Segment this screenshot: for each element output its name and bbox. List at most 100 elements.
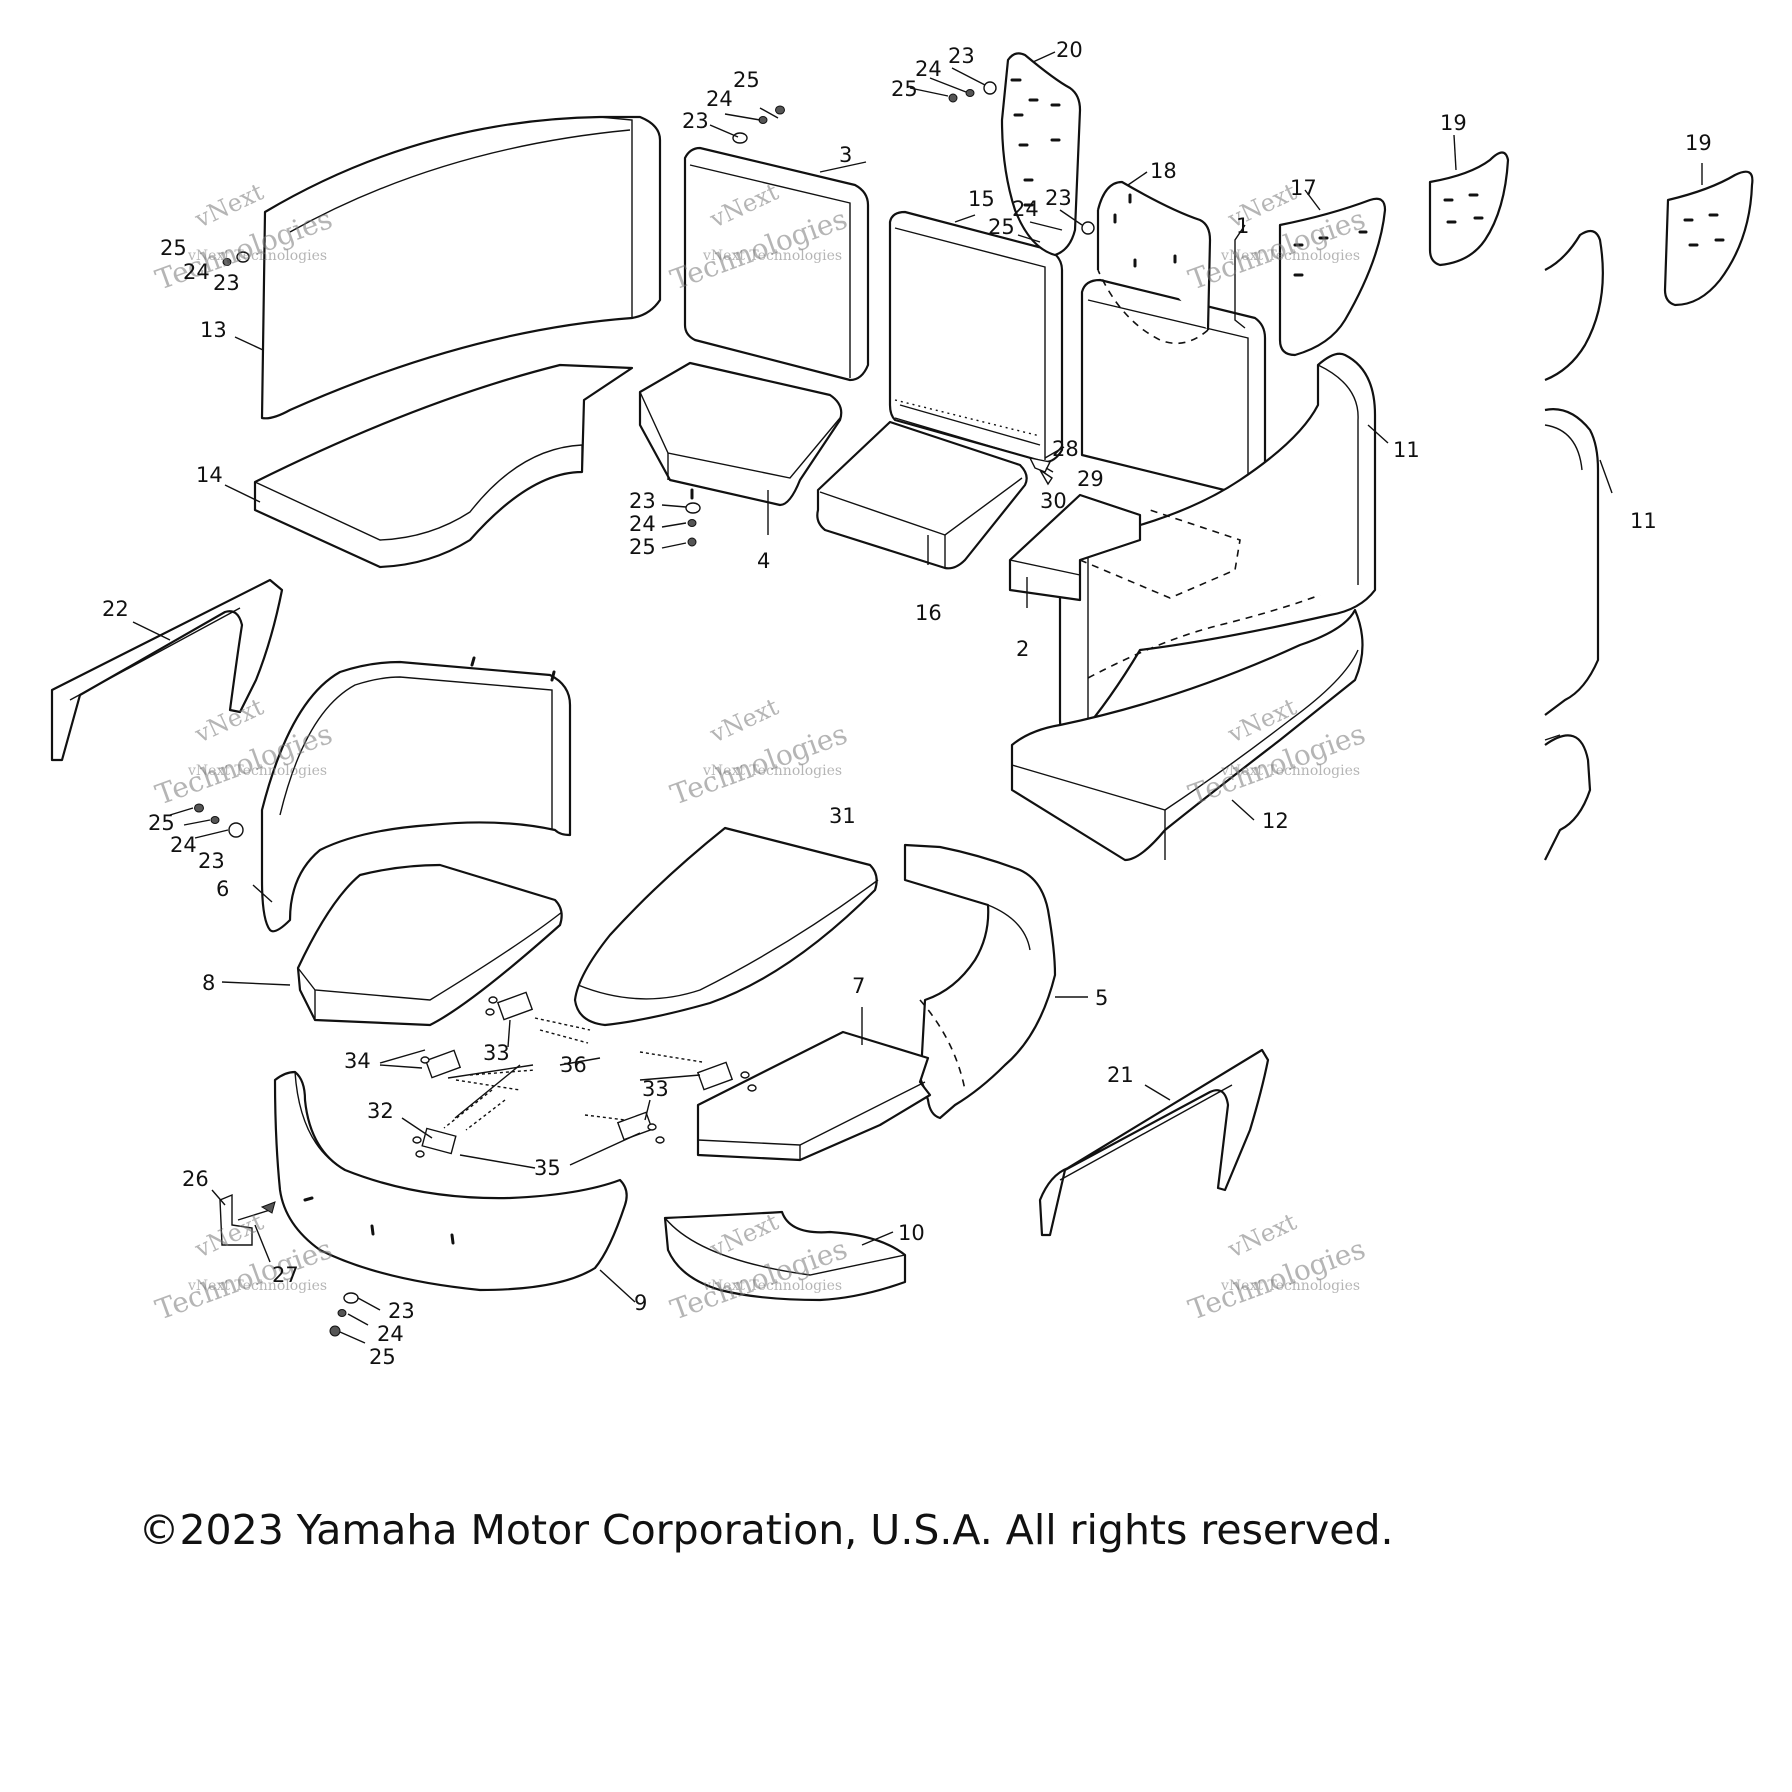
callout-33-a: 33: [483, 1041, 510, 1065]
svg-text:vNext Technologies: vNext Technologies: [702, 1278, 842, 1294]
part-19-side-pad-b: [1663, 170, 1754, 307]
part-2-small-seat: [1008, 493, 1241, 602]
callout-36: 36: [560, 1053, 587, 1077]
callout-25-b: 25: [891, 77, 918, 101]
leader-lines: [132, 51, 1703, 1344]
callout-27: 27: [272, 1263, 299, 1287]
callout-24-g: 24: [377, 1322, 404, 1346]
part-21-side-trim: [1038, 1048, 1270, 1237]
callout-24-f: 24: [170, 833, 197, 857]
callouts: 1 2 3 4 5 6 7 8 9 10 11 11 12 13 14 15 1…: [102, 38, 1712, 1369]
part-15-back-cushion: [888, 210, 1064, 464]
part-5-curved-backrest: [903, 843, 1057, 1120]
callout-11: 11: [1393, 438, 1420, 462]
callout-17: 17: [1290, 176, 1317, 200]
callout-19-b: 19: [1685, 131, 1712, 155]
svg-text:vNext: vNext: [190, 178, 268, 234]
callout-23-e: 23: [213, 271, 240, 295]
part-13-curved-backrest: [260, 115, 662, 420]
part-14-l-seat-cushion: [253, 363, 634, 569]
watermark: vNext vNext Technologies Technologies: [666, 693, 851, 812]
svg-text:vNext Technologies: vNext Technologies: [1220, 1278, 1360, 1294]
callout-30: 30: [1040, 489, 1067, 513]
part-11-curved-backrest: [1058, 352, 1377, 742]
part-26-bracket: [219, 1193, 276, 1246]
callout-22: 22: [102, 597, 129, 621]
callout-23-f: 23: [198, 849, 225, 873]
callout-28: 28: [1052, 437, 1079, 461]
part-17-side-pad: [1278, 197, 1387, 357]
svg-text:vNext: vNext: [705, 693, 783, 749]
callout-25-g: 25: [369, 1345, 396, 1369]
svg-text:vNext: vNext: [190, 693, 268, 749]
part-19-side-pad-a: [1428, 151, 1510, 267]
svg-text:vNext: vNext: [1223, 1208, 1301, 1264]
svg-text:vNext Technologies: vNext Technologies: [702, 763, 842, 779]
svg-text:vNext Technologies: vNext Technologies: [187, 763, 327, 779]
svg-text:vNext Technologies: vNext Technologies: [1220, 763, 1360, 779]
callout-24-a: 24: [706, 87, 733, 111]
svg-text:vNext Technologies: vNext Technologies: [1220, 248, 1360, 264]
svg-text:vNext Technologies: vNext Technologies: [702, 248, 842, 264]
callout-6: 6: [216, 877, 229, 901]
callout-1: 1: [1236, 214, 1249, 238]
callout-24-d: 24: [629, 512, 656, 536]
callout-25-f: 25: [148, 811, 175, 835]
part-8-seat-cushion: [296, 863, 563, 1027]
callout-33-b: 33: [642, 1077, 669, 1101]
callout-23-b: 23: [948, 44, 975, 68]
part-9-curved-front-panel: [273, 1070, 628, 1292]
parts-32-36-brackets-bolts: [412, 991, 757, 1158]
callout-34: 34: [344, 1049, 371, 1073]
part-3-back-cushion: [683, 146, 870, 382]
part-16-seat-cushion: [816, 420, 1028, 570]
callout-25-a: 25: [733, 68, 760, 92]
svg-text:vNext Technologies: vNext Technologies: [187, 248, 327, 264]
callout-13: 13: [200, 318, 227, 342]
part-31-oval-seat: [573, 826, 879, 1027]
callout-24-b: 24: [915, 57, 942, 81]
callout-9: 9: [634, 1291, 647, 1315]
callout-20: 20: [1056, 38, 1083, 62]
callout-25-e: 25: [160, 236, 187, 260]
callout-23-a: 23: [682, 109, 709, 133]
watermark: vNext vNext Technologies Technologies: [1184, 1208, 1369, 1327]
callout-12: 12: [1262, 809, 1289, 833]
callout-18: 18: [1150, 159, 1177, 183]
part-11-partial-view: [1544, 229, 1604, 861]
part-4-seat-cushion: [638, 361, 843, 507]
callout-23-d: 23: [629, 489, 656, 513]
part-6-curved-backrest: [260, 656, 572, 933]
callout-19: 19: [1440, 111, 1467, 135]
callout-29: 29: [1077, 467, 1104, 491]
part-12-curved-base: [1010, 594, 1364, 862]
callout-7: 7: [852, 974, 865, 998]
callout-3: 3: [839, 143, 852, 167]
callout-26: 26: [182, 1167, 209, 1191]
part-20-headrest-pad: [1000, 52, 1082, 257]
callout-25-c: 25: [988, 215, 1015, 239]
part-7-seat-cushion: [696, 1030, 932, 1162]
callout-23-c: 23: [1045, 186, 1072, 210]
callout-4: 4: [757, 549, 770, 573]
copyright-notice: ©2023 Yamaha Motor Corporation, U.S.A. A…: [138, 1506, 1394, 1554]
callout-15: 15: [968, 187, 995, 211]
callout-24-e: 24: [183, 260, 210, 284]
part-18-headrest-pad: [1096, 180, 1212, 345]
part-1-back-cushion: [1080, 278, 1267, 502]
callout-16: 16: [915, 601, 942, 625]
parts-28-29-30-straps: [894, 404, 1053, 486]
callout-2: 2: [1016, 637, 1029, 661]
callout-5: 5: [1095, 986, 1108, 1010]
callout-11-partial: 11: [1630, 509, 1657, 533]
callout-32: 32: [367, 1099, 394, 1123]
callout-21: 21: [1107, 1063, 1134, 1087]
callout-10: 10: [898, 1221, 925, 1245]
svg-text:vNext Technologies: vNext Technologies: [187, 1278, 327, 1294]
callout-31: 31: [829, 804, 856, 828]
callout-14: 14: [196, 463, 223, 487]
part-10-wedge-seat: [663, 1210, 907, 1302]
callout-35: 35: [534, 1156, 561, 1180]
callout-23-g: 23: [388, 1299, 415, 1323]
